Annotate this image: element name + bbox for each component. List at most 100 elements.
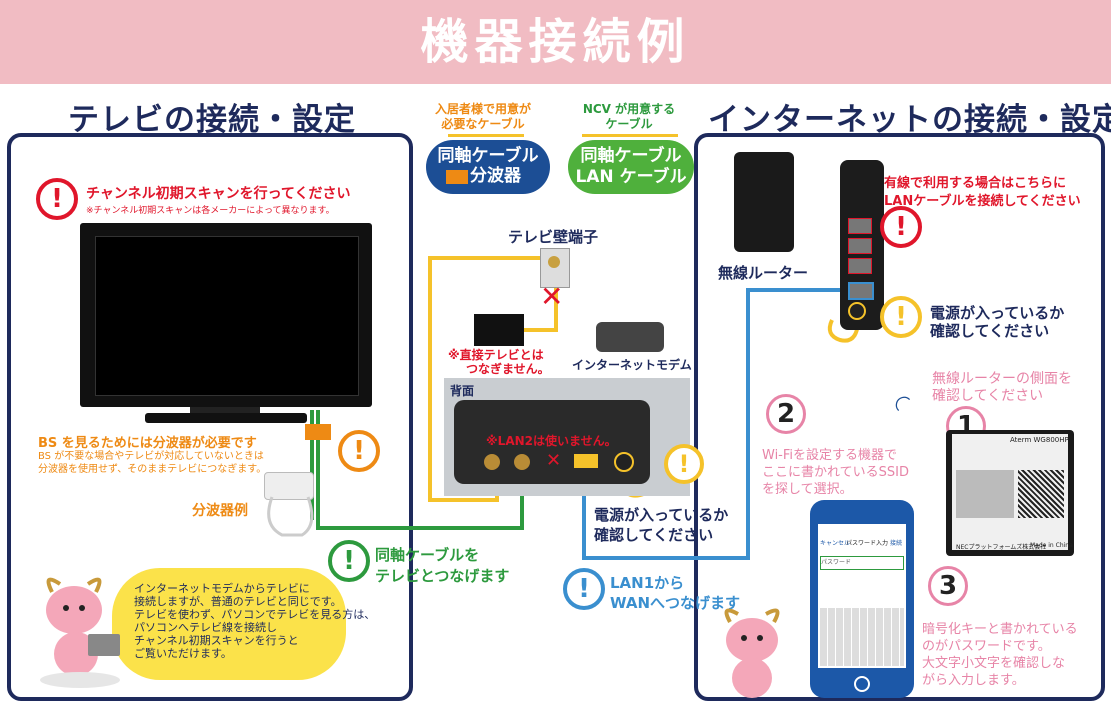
wall-outlet xyxy=(540,248,570,288)
wan-port xyxy=(848,282,874,300)
step-3-text-2: のがパスワードです。 xyxy=(922,639,1051,654)
lan-port-3 xyxy=(848,258,872,274)
mascot-character-right xyxy=(724,608,780,698)
tv-screen xyxy=(95,236,359,396)
wall-outlet-port xyxy=(548,256,560,268)
legend-resident-cloud xyxy=(426,140,550,194)
step-3-marker: 3 xyxy=(928,566,968,606)
legend-ncv-title-2: ケーブル xyxy=(605,117,653,131)
modem-power-check-2: 確認してください xyxy=(594,526,714,544)
lan-alert-icon: ! xyxy=(563,568,605,610)
modem-power-port xyxy=(614,452,634,472)
modem-power-check-1: 電源が入っているか xyxy=(594,506,729,524)
lan-cable xyxy=(582,288,848,560)
no-connect-cross-icon: ✕ xyxy=(540,280,564,313)
legend-ncv-item-2: LAN ケーブル xyxy=(575,167,687,187)
internet-panel xyxy=(694,133,1105,701)
coax-hint-1: 同軸ケーブルを xyxy=(375,546,480,564)
modem-label: インターネットモデム xyxy=(572,358,692,372)
coax-port-in xyxy=(484,454,500,470)
back-label: 背面 xyxy=(450,384,475,398)
coax-alert-icon: ! xyxy=(328,540,370,582)
router-power-check-2: 確認してください xyxy=(930,322,1050,340)
router-label: 無線ルーター xyxy=(718,264,809,282)
mascot-character xyxy=(40,577,120,688)
legend-resident-item-2: 分波器 xyxy=(470,166,521,186)
phone-connect[interactable]: 接続 xyxy=(890,540,903,547)
lan1-port xyxy=(574,454,598,468)
side-note-2: 確認してください xyxy=(932,388,1044,404)
bubble-line: チャンネル初期スキャンを行うと xyxy=(134,634,299,647)
info-bubble xyxy=(112,568,346,680)
coax-port-out xyxy=(514,454,530,470)
page-title: 機器接続例 xyxy=(420,14,691,70)
bs-alert-icon: ! xyxy=(338,430,380,472)
scan-note: ※チャンネル初期スキャンは各メーカーによって異なります。 xyxy=(86,206,335,216)
sticker-qr-code xyxy=(1018,470,1064,518)
bubble-line: ご覧いただけます。 xyxy=(134,647,232,660)
modem-top xyxy=(596,322,664,352)
alert-icon: ! xyxy=(36,178,78,220)
coax-hint-2: テレビとつなげます xyxy=(375,567,510,585)
step-2-text-2: ここに書かれているSSID xyxy=(762,465,909,480)
legend-ncv-item-1: 同軸ケーブル xyxy=(580,146,682,166)
modem-power-alert-icon: ! xyxy=(664,444,704,484)
header-banner xyxy=(0,0,1111,84)
router-power-check-1: 電源が入っているか xyxy=(930,304,1065,322)
step-2-marker: 2 xyxy=(766,394,806,434)
bubble-line: 接続しますが、普通のテレビと同じです。 xyxy=(134,595,342,608)
step-3-text-3: 大文字小文字を確認しな xyxy=(922,656,1066,671)
bs-note-1: BS が不要な場合やテレビが対応していないときは xyxy=(38,451,264,462)
legend-resident-title-2: 必要なケーブル xyxy=(441,117,525,131)
sticker-info-block xyxy=(956,470,1014,518)
lan-hint-1: LAN1から xyxy=(610,574,685,592)
phone-keyboard[interactable] xyxy=(820,608,904,666)
wired-alert-icon: ! xyxy=(880,206,922,248)
wired-note-2: LANケーブルを接続してください xyxy=(884,194,1081,209)
phone-home-button[interactable] xyxy=(854,676,870,692)
wired-note-1: 有線で利用する場合はこちらに xyxy=(884,176,1067,191)
phone-password-field[interactable]: パスワード xyxy=(820,556,904,570)
splitter-cable-icon xyxy=(267,496,314,537)
step-2-text-3: を探して選択。 xyxy=(762,482,853,497)
scan-title: チャンネル初期スキャンを行ってください xyxy=(86,186,351,202)
tv-neck xyxy=(190,407,260,415)
splitter-marker xyxy=(305,424,331,440)
wall-outlet-label: テレビ壁端子 xyxy=(508,228,599,246)
legend-resident-title-1: 入居者様で用意が xyxy=(434,102,531,116)
lan-port-1 xyxy=(848,218,872,234)
phone-cancel[interactable]: キャンセル xyxy=(820,540,851,547)
legend-resident-line xyxy=(448,134,524,137)
bubble-line: テレビを使わず、パソコンでテレビを見る方は、 xyxy=(134,608,376,621)
splitter-image xyxy=(264,472,314,500)
legend-resident-item-1: 同軸ケーブル xyxy=(437,146,539,166)
lan2-note: ※LAN2は使いません。 xyxy=(486,434,617,448)
mini-tv xyxy=(474,314,524,346)
side-note-1: 無線ルーターの側面を xyxy=(932,371,1072,387)
bs-title: BS を見るためには分波器が必要です xyxy=(38,436,257,451)
legend-ncv-line xyxy=(582,134,678,137)
router-power-alert-icon: ! xyxy=(880,296,922,338)
lan2-cross-icon: ✕ xyxy=(546,450,562,471)
tv-stand xyxy=(145,413,307,423)
bubble-line: パソコンへテレビ線を接続し xyxy=(134,621,277,634)
tv-panel xyxy=(7,133,413,701)
no-direct-note-1: ※直接テレビとは xyxy=(448,348,544,362)
splitter-example-label: 分波器例 xyxy=(192,503,248,519)
lan-port-2 xyxy=(848,238,872,254)
step-2-text-1: Wi-Fiを設定する機器で xyxy=(762,448,898,463)
no-direct-note-2: つなぎません。 xyxy=(466,362,550,376)
legend-splitter-swatch xyxy=(446,170,468,184)
internet-section-title: インターネットの接続・設定 xyxy=(708,102,1111,138)
step-3-text-4: がら入力します。 xyxy=(922,673,1025,688)
tv-section-title: テレビの接続・設定 xyxy=(68,102,356,138)
bs-note-2: 分波器を使用せず、そのままテレビにつなぎます。 xyxy=(38,464,267,475)
sticker-made-in: Made in China xyxy=(1030,542,1073,549)
coax-cable-tv xyxy=(316,410,524,530)
sticker-footer: NECプラットフォームズ株式会社 xyxy=(956,544,1047,551)
step-3-text-1: 暗号化キーと書かれている xyxy=(922,622,1078,637)
legend-ncv-cloud xyxy=(568,140,694,194)
coax-cable-wall-2 xyxy=(520,270,558,332)
phone-header: パスワード入力 xyxy=(846,540,889,547)
info-bubble-text: インターネットモデムからテレビに 接続しますが、普通のテレビと同じです。 テレビ… xyxy=(134,582,375,660)
